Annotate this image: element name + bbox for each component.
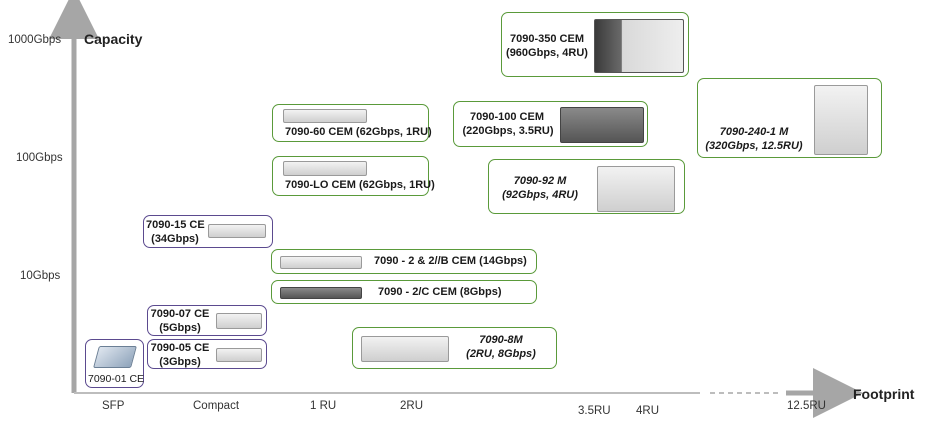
y-tick-100: 100Gbps <box>16 152 63 164</box>
y-tick-10: 10Gbps <box>20 270 61 282</box>
product-label: 7090-01 CE <box>88 373 145 385</box>
product-label-line1: 7090-92 M <box>513 175 567 187</box>
y-tick-1000: 1000Gbps <box>8 34 62 46</box>
product-label: 7090-60 CEM (62Gbps, 1RU) <box>285 126 432 138</box>
product-label-line2: (2RU, 8Gbps) <box>466 348 536 360</box>
product-label: 7090-LO CEM (62Gbps, 1RU) <box>285 179 435 191</box>
product-label-line1: 7090-350 CEM <box>510 33 584 45</box>
product-7090-8m: 7090-8M (2RU, 8Gbps) <box>352 327 557 369</box>
product-label-line1: 7090-8M <box>479 334 523 346</box>
product-label-line1: 7090-240-1 M <box>719 126 789 138</box>
product-label-line2: (220Gbps, 3.5RU) <box>462 125 554 137</box>
x-tick-compact: Compact <box>193 400 240 412</box>
device-image-92 <box>597 166 675 212</box>
product-label-line2: (320Gbps, 12.5RU) <box>705 140 803 152</box>
device-image-05 <box>216 348 262 362</box>
product-label-line1: 7090-05 CE <box>150 342 210 354</box>
product-7090-60: 7090-60 CEM (62Gbps, 1RU) <box>272 104 432 142</box>
product-label: 7090 - 2/C CEM (8Gbps) <box>378 286 502 298</box>
device-image-2b <box>280 256 362 269</box>
x-tick-4ru: 4RU <box>636 405 660 417</box>
product-7090-07: 7090-07 CE (5Gbps) <box>147 305 267 336</box>
product-label-line2: (5Gbps) <box>159 322 201 334</box>
x-tick-sfp: SFP <box>102 400 125 412</box>
x-tick-2ru: 2RU <box>400 400 424 412</box>
product-7090-2c: 7090 - 2/C CEM (8Gbps) <box>271 280 537 304</box>
product-7090-01: 7090-01 CE <box>85 339 144 388</box>
x-axis-title: Footprint <box>853 386 915 402</box>
x-tick-1ru: 1 RU <box>310 400 337 412</box>
product-7090-100: 7090-100 CEM (220Gbps, 3.5RU) <box>453 101 648 147</box>
x-tick-3-5ru: 3.5RU <box>578 405 611 417</box>
product-label-line1: 7090-15 CE <box>146 219 205 231</box>
device-image-07 <box>216 313 262 329</box>
device-image-350 <box>594 19 684 73</box>
device-image-100 <box>560 107 644 143</box>
product-7090-05: 7090-05 CE (3Gbps) <box>147 339 267 369</box>
device-image-60 <box>283 109 367 123</box>
device-image-240 <box>814 85 868 155</box>
product-7090-240: 7090-240-1 M (320Gbps, 12.5RU) <box>697 78 882 158</box>
product-7090-92: 7090-92 M (92Gbps, 4RU) <box>488 159 685 214</box>
product-label-line1: 7090-07 CE <box>150 308 210 320</box>
product-7090-350: 7090-350 CEM (960Gbps, 4RU) <box>501 12 689 77</box>
product-label-line2: (960Gbps, 4RU) <box>506 47 588 59</box>
device-image-sfp <box>93 346 137 368</box>
device-image-lo <box>283 161 367 176</box>
product-7090-15: 7090-15 CE (34Gbps) <box>143 215 273 248</box>
device-image-8m <box>361 336 449 362</box>
product-7090-2b: 7090 - 2 & 2//B CEM (14Gbps) <box>271 249 537 274</box>
product-label-line2: (92Gbps, 4RU) <box>502 189 578 201</box>
product-label-line2: (3Gbps) <box>159 356 201 368</box>
product-label-line1: 7090-100 CEM <box>470 111 544 123</box>
product-7090-lo: 7090-LO CEM (62Gbps, 1RU) <box>272 156 435 196</box>
y-axis-title: Capacity <box>84 31 143 47</box>
device-image-2c <box>280 287 362 299</box>
product-label: 7090 - 2 & 2//B CEM (14Gbps) <box>374 255 527 267</box>
product-label-line2: (34Gbps) <box>151 233 199 245</box>
device-image-15 <box>208 224 266 238</box>
x-tick-12-5ru: 12.5RU <box>787 400 826 412</box>
